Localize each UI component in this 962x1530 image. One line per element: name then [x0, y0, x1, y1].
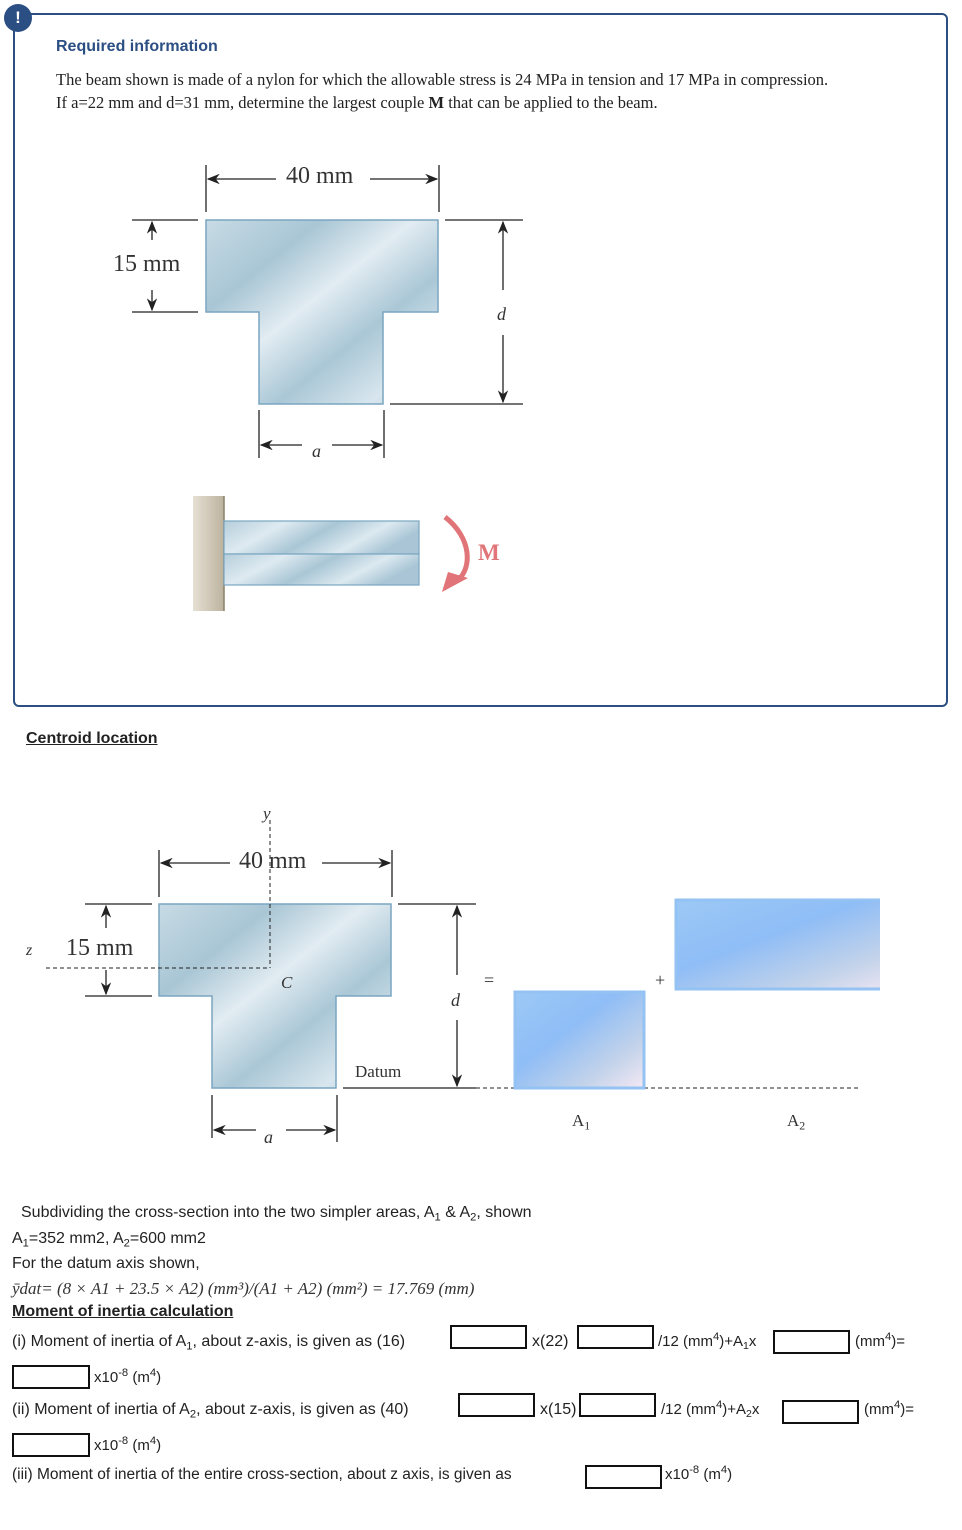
- centroid-width-label: 40 mm: [239, 848, 307, 874]
- centroid-c-label: C: [281, 973, 293, 992]
- moi-row2-prompt: (ii) Moment of inertia of A2, about z-ax…: [12, 1401, 409, 1421]
- area-a2-label: A2: [787, 1111, 806, 1133]
- moi-row1-input-3[interactable]: [773, 1330, 850, 1354]
- required-info-title: Required information: [56, 38, 218, 55]
- moi-row2-input-3[interactable]: [782, 1400, 859, 1424]
- required-info-panel: [13, 13, 948, 707]
- moi-row1-prompt: (i) Moment of inertia of A1, about z-axi…: [12, 1333, 406, 1353]
- width-dimension-label: 40 mm: [286, 163, 354, 189]
- flange-dimension-label: 15 mm: [113, 251, 181, 277]
- datum-axis-text: For the datum axis shown,: [12, 1255, 200, 1272]
- moi-row2-unit: (mm4)=: [864, 1398, 915, 1418]
- centroid-figure: [46, 820, 880, 1142]
- problem-line-1: The beam shown is made of a nylon for wh…: [56, 70, 829, 89]
- moi-row1-mult: x(22): [532, 1333, 569, 1350]
- centroid-flange-label: 15 mm: [66, 935, 134, 961]
- cantilever-beam-figure: [193, 496, 470, 611]
- area-a1-label: A1: [572, 1111, 591, 1133]
- centroid-location-heading: Centroid location: [26, 730, 158, 747]
- t-section-figure: [132, 165, 523, 458]
- problem-statement: The beam shown is made of a nylon for wh…: [56, 68, 936, 114]
- moi-row2-input-2[interactable]: [579, 1393, 656, 1417]
- web-dimension-label: a: [312, 441, 321, 461]
- y-axis-label: y: [263, 804, 271, 823]
- moi-row1-input-1[interactable]: [450, 1325, 527, 1349]
- moi-row2-div: /12 (mm4)+A2x: [661, 1398, 760, 1421]
- datum-label: Datum: [355, 1062, 402, 1081]
- moi-row2-mult: x(15): [540, 1401, 577, 1418]
- centroid-depth-label: d: [451, 990, 460, 1010]
- moment-label: M: [478, 540, 500, 565]
- moi-row2-result-unit: x10-8 (m4): [94, 1434, 162, 1454]
- moi-row1-unit: (mm4)=: [855, 1330, 906, 1350]
- moi-row2-input-4[interactable]: [12, 1433, 90, 1457]
- moi-total-input[interactable]: [585, 1465, 662, 1489]
- moi-row1-input-2[interactable]: [577, 1325, 654, 1349]
- depth-dimension-label: d: [497, 304, 506, 324]
- centroid-web-label: a: [264, 1127, 273, 1147]
- equals-sign: =: [484, 970, 495, 990]
- moi-row3-prompt: (iii) Moment of inertia of the entire cr…: [12, 1466, 512, 1483]
- z-axis-label: z: [26, 942, 33, 959]
- plus-sign: +: [655, 970, 666, 990]
- moi-row3-unit: x10-8 (m4): [665, 1463, 733, 1483]
- subdivide-text: Subdividing the cross-section into the t…: [21, 1204, 532, 1224]
- exclamation-icon: !: [4, 4, 32, 32]
- moi-row1-input-4[interactable]: [12, 1365, 90, 1389]
- moi-row2-input-1[interactable]: [458, 1393, 535, 1417]
- areas-text: A1=352 mm2, A2=600 mm2: [12, 1230, 206, 1250]
- moi-row1-result-unit: x10-8 (m4): [94, 1366, 162, 1386]
- moment-of-inertia-heading: Moment of inertia calculation: [12, 1303, 234, 1320]
- ybar-formula: ȳdat= (8 × A1 + 23.5 × A2) (mm³)/(A1 + A…: [12, 1279, 475, 1298]
- moi-row1-div: /12 (mm4)+A1x: [658, 1330, 757, 1353]
- problem-line-2: If a=22 mm and d=31 mm, determine the la…: [56, 93, 658, 112]
